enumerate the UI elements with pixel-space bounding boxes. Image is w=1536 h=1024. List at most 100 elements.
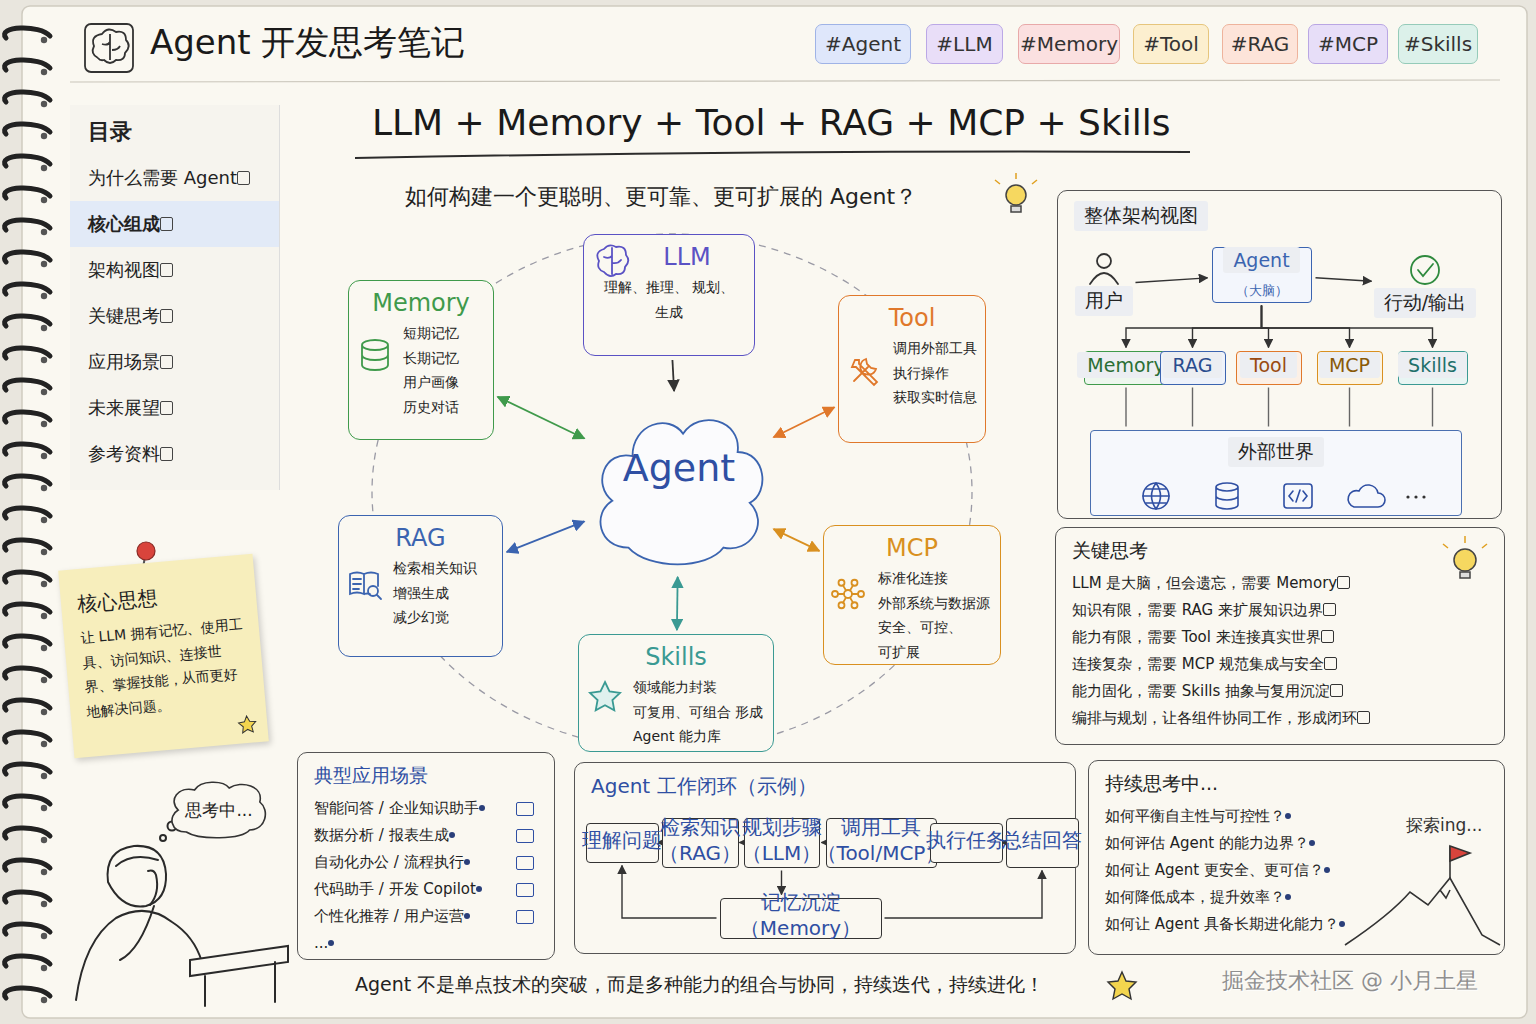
thought-bubble: 思考中... xyxy=(168,780,270,840)
world-icon-part-part xyxy=(1216,483,1238,509)
spiral-rings-part xyxy=(5,444,50,454)
node-heading: 理解问题 xyxy=(582,827,662,853)
node-heading: RAG xyxy=(395,524,445,552)
node-text: 为什么需要 Agent xyxy=(70,155,279,201)
brain-icon-part xyxy=(597,245,628,276)
connector xyxy=(507,521,585,552)
node-text: 数据分析 / 报表生成 xyxy=(314,822,538,849)
subtitle: 如何构建一个更聪明、更可靠、更可扩展的 Agent？ xyxy=(405,182,917,212)
node-heading: Tool xyxy=(1240,352,1297,378)
spiral-rings-part xyxy=(5,540,50,550)
lightbulb-icons-part xyxy=(1454,549,1476,571)
node-text-part xyxy=(1324,867,1330,873)
wrench-icon-part-part xyxy=(852,359,877,385)
spiral-rings-part xyxy=(41,805,47,811)
world-icon-part-part xyxy=(1422,495,1425,498)
notebook-page xyxy=(22,6,1527,1018)
node-text: 让 LLM 拥有记忆、使用工具、访问知识、连接世界、掌握技能，从而更好地解决问题… xyxy=(79,612,252,724)
node-text: 架构视图 xyxy=(70,247,279,293)
star-icon-part xyxy=(590,682,620,710)
node-heading: 持续思考中... xyxy=(1105,771,1488,797)
spiral-rings-part xyxy=(5,796,50,806)
hub-icon xyxy=(830,576,866,612)
node-text: 如何降低成本，提升效率？ xyxy=(1105,884,1488,911)
page-title: Agent 开发思考笔记 xyxy=(150,20,465,66)
node-text-part xyxy=(516,829,534,843)
spiral-rings-part xyxy=(5,892,50,902)
connector xyxy=(1126,306,1262,348)
node-heading: 整体架构视图 xyxy=(1074,201,1208,231)
connector xyxy=(885,871,1043,919)
db-icon-part-part xyxy=(362,340,388,370)
wrench-icon-part xyxy=(852,359,877,385)
node-heading: LLM xyxy=(663,243,710,271)
node-text-part xyxy=(160,217,173,231)
memory-step-box: 记忆沉淀（Memory） xyxy=(720,898,882,939)
cloud-outline-part xyxy=(600,420,762,564)
node-heading: 行动/输出 xyxy=(1374,288,1476,318)
spiral-rings-part xyxy=(41,677,47,683)
star-icon xyxy=(587,679,623,715)
person-icon-part-part xyxy=(1097,254,1111,268)
spiral-rings-part xyxy=(5,92,50,102)
thinking-person xyxy=(76,822,288,1007)
world-icon-part-part xyxy=(1284,484,1312,508)
thinking-person-part xyxy=(76,911,202,1000)
page-caption: Agent 不是单点技术的突破，而是多种能力的组合与协同，持续迭代，持续进化！ xyxy=(355,972,1044,998)
spiral-rings-part xyxy=(41,741,47,747)
spiral-rings-part xyxy=(5,188,50,198)
node-text: 连接复杂，需要 MCP 规范集成与安全 xyxy=(1072,651,1488,678)
world-icon-part-part xyxy=(1143,483,1169,509)
node-text: 能力有限，需要 Tool 来连接真实世界 xyxy=(1072,624,1488,651)
spiral-rings-part xyxy=(5,348,50,358)
book-icon-part xyxy=(350,573,381,600)
node-heading: Skills xyxy=(1398,352,1467,378)
tag-chip: #RAG xyxy=(1222,24,1298,64)
node-text-part xyxy=(479,805,485,811)
world-icon-part-part xyxy=(1143,483,1169,509)
hub-icon-part-part xyxy=(852,580,858,586)
spiral-rings-part xyxy=(5,604,50,614)
connector xyxy=(498,397,585,439)
connector xyxy=(1268,388,1269,427)
thinking-person-part xyxy=(108,846,167,907)
node-text: 知识有限，需要 RAG 来扩展知识边界 xyxy=(1072,597,1488,624)
spiral-rings-part xyxy=(41,101,47,107)
connector xyxy=(1262,306,1350,348)
robot-icon-part-part xyxy=(668,509,690,523)
world-icon-part xyxy=(1143,483,1426,509)
spiral-rings-part xyxy=(5,956,50,966)
node-heading: Agent xyxy=(1223,247,1299,273)
node-text: 如何让 Agent 更安全、更可信？ xyxy=(1105,857,1488,884)
bubble-outline-part xyxy=(172,782,265,838)
architecture-panel: 整体架构视图用户Agent（大脑）行动/输出MemoryRAGToolMCPSk… xyxy=(1057,190,1502,519)
star-icon xyxy=(236,714,258,736)
spiral-rings-part xyxy=(41,229,47,235)
node-heading: 检索知识 （RAG） xyxy=(659,814,741,866)
node-text: 应用场景 xyxy=(70,339,279,385)
spiral-rings-part xyxy=(41,197,47,203)
node-text: 编排与规划，让各组件协同工作，形成闭环 xyxy=(1072,705,1488,732)
mountain-flag-part xyxy=(1440,890,1450,898)
node-text-part xyxy=(328,940,334,946)
node-text-part xyxy=(464,859,470,865)
lightbulb-icons xyxy=(995,173,1487,578)
node-text: 参考资料 xyxy=(70,431,279,477)
node-text: 未来展望 xyxy=(70,385,279,431)
node-text: 智能问答 / 企业知识助手 xyxy=(314,795,538,822)
thinking-person-part xyxy=(116,857,158,866)
node-heading: Tool xyxy=(889,304,936,332)
book-icon-part-part xyxy=(377,595,381,599)
pushpin-part xyxy=(137,542,155,560)
node-heading: 规划步骤 （LLM） xyxy=(742,814,822,866)
brain-icon-part-part xyxy=(597,245,628,276)
node-text-part xyxy=(516,910,534,924)
mountain-flag xyxy=(1345,846,1500,945)
step-box: 检索知识 （RAG） xyxy=(662,818,739,868)
person-icon-part-part xyxy=(1090,273,1118,284)
wrench-icon xyxy=(847,352,883,388)
spiral-rings-part xyxy=(5,764,50,774)
component-box: Skills领域能力封装 可复用、可组合 形成 Agent 能力库 xyxy=(578,634,774,752)
node-text: 核心组成 xyxy=(70,201,279,247)
